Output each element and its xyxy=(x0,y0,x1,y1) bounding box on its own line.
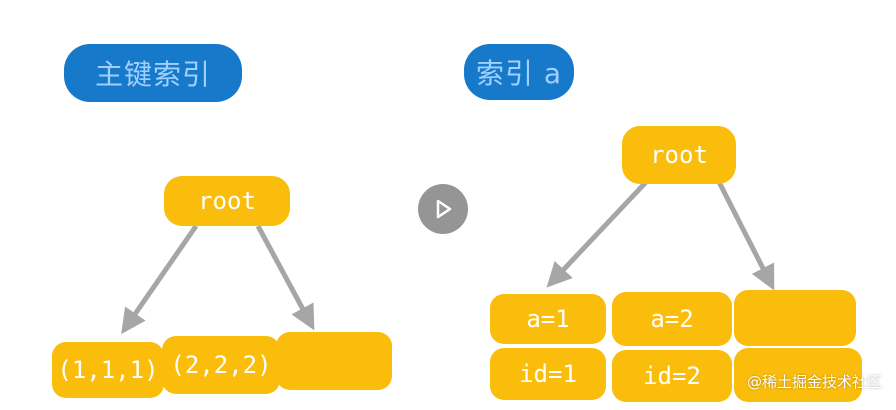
right-top-cell-1: a=1 xyxy=(490,294,606,344)
index-a-title: 索引 a xyxy=(464,44,574,100)
arrow-right-root-to-top1 xyxy=(546,178,650,288)
primary-key-index-title: 主键索引 xyxy=(64,44,242,102)
left-leaf-1: (1,1,1) xyxy=(52,342,164,398)
play-icon xyxy=(436,199,452,219)
right-top-cell-3 xyxy=(734,290,856,346)
left-leaf-2: (2,2,2) xyxy=(162,336,280,394)
arrow-right-root-to-top3 xyxy=(715,178,775,291)
watermark: @稀土掘金技术社区 xyxy=(746,373,882,391)
left-root-node: root xyxy=(164,176,290,226)
right-bottom-cell-3 xyxy=(734,348,862,402)
right-bottom-cell-2: id=2 xyxy=(612,350,732,402)
play-button[interactable] xyxy=(418,184,468,234)
arrow-left-root-to-leaf3 xyxy=(255,224,315,331)
right-top-cell-2: a=2 xyxy=(612,292,732,346)
right-bottom-cell-1: id=1 xyxy=(490,348,606,400)
left-leaf-3 xyxy=(276,332,392,390)
arrow-left-root-to-leaf1 xyxy=(121,224,199,335)
right-root-node: root xyxy=(622,126,736,184)
